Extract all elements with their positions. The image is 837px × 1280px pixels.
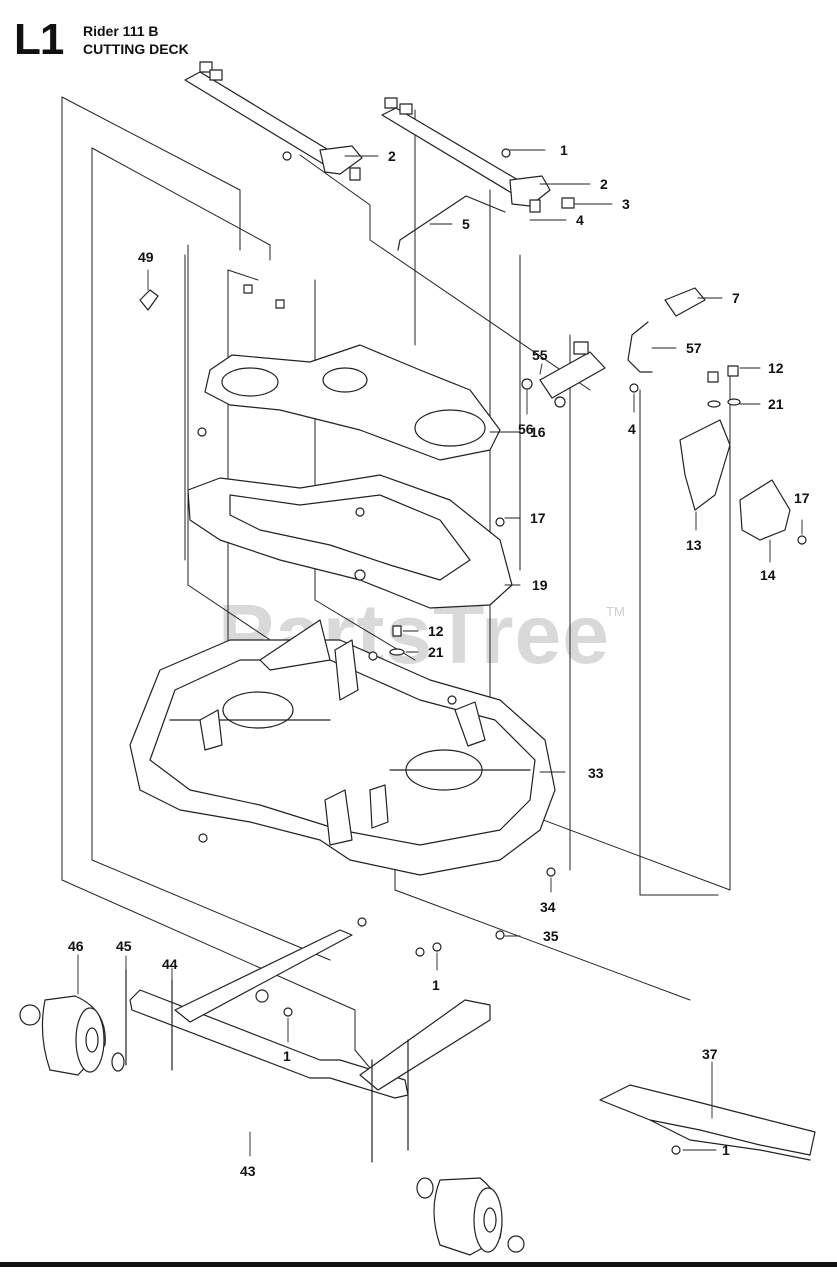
callout-12: 12 <box>768 360 784 376</box>
model-name: Rider 111 B <box>83 23 159 39</box>
callout-4: 4 <box>576 212 584 228</box>
callout-49: 49 <box>138 249 154 265</box>
wheel-right <box>416 1177 525 1256</box>
lift-rod-right <box>381 97 575 213</box>
clip-49 <box>139 289 159 311</box>
callout-12: 12 <box>428 623 444 639</box>
rod-5 <box>397 195 506 251</box>
callout-33: 33 <box>588 765 604 781</box>
wheel-left <box>19 995 125 1076</box>
callout-3: 3 <box>622 196 630 212</box>
callout-43: 43 <box>240 1163 256 1179</box>
callout-1: 1 <box>283 1048 291 1064</box>
shield-37 <box>599 1084 816 1156</box>
callout-16: 16 <box>530 424 546 440</box>
callout-55: 55 <box>532 347 548 363</box>
handle-grip <box>664 287 706 317</box>
lift-rod-left <box>184 61 363 181</box>
callout-labels: 1 2 2 3 4 5 7 49 55 57 12 21 56 4 16 17 … <box>68 142 810 1179</box>
diagram-title: CUTTING DECK <box>83 41 189 57</box>
height-plate-14 <box>739 479 791 541</box>
callout-37: 37 <box>702 1046 718 1062</box>
callout-46: 46 <box>68 938 84 954</box>
callout-57: 57 <box>686 340 702 356</box>
lever-handle <box>627 321 653 373</box>
callout-17: 17 <box>530 510 546 526</box>
callout-44: 44 <box>162 956 178 972</box>
callout-1: 1 <box>560 142 568 158</box>
callout-14: 14 <box>760 567 776 583</box>
callout-19: 19 <box>532 577 548 593</box>
callout-2: 2 <box>388 148 396 164</box>
callout-1: 1 <box>722 1142 730 1158</box>
leader-lines <box>77 149 803 1157</box>
section-code: L1 <box>14 15 64 64</box>
callout-13: 13 <box>686 537 702 553</box>
bottom-rule <box>0 1262 837 1267</box>
callout-5: 5 <box>462 216 470 232</box>
callout-7: 7 <box>732 290 740 306</box>
bracket-13 <box>679 419 731 511</box>
watermark-tm: TM <box>606 604 625 619</box>
belt-cover-19 <box>187 474 513 609</box>
callout-2: 2 <box>600 176 608 192</box>
bracket-55 <box>539 351 606 399</box>
callout-34: 34 <box>540 899 556 915</box>
callout-4: 4 <box>628 421 636 437</box>
callout-17: 17 <box>794 490 810 506</box>
callout-1: 1 <box>432 977 440 993</box>
callout-21: 21 <box>428 644 444 660</box>
callout-45: 45 <box>116 938 132 954</box>
callout-56: 56 <box>518 421 534 437</box>
callout-21: 21 <box>768 396 784 412</box>
callout-35: 35 <box>543 928 559 944</box>
